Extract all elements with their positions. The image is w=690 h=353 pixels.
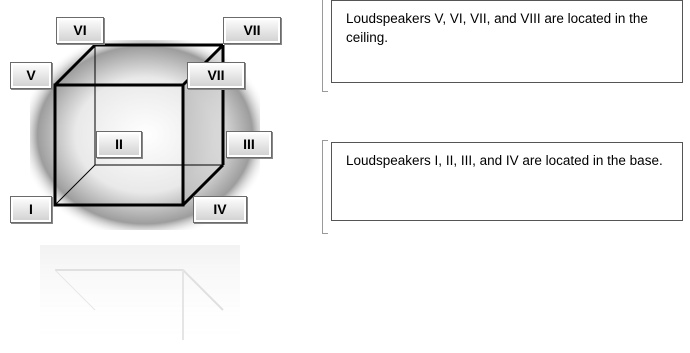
speaker-label-vi: VI — [56, 17, 104, 44]
cube-reflection — [40, 245, 240, 350]
base-note-bracket — [322, 140, 328, 234]
speaker-label-vii-front: VII — [187, 62, 245, 89]
ceiling-note-bracket — [322, 0, 328, 92]
ceiling-note: Loudspeakers V, VI, VII, and VIII are lo… — [331, 0, 683, 83]
base-note: Loudspeakers I, II, III, and IV are loca… — [331, 142, 683, 221]
cube-front-edges — [53, 43, 225, 207]
speaker-label-iv: IV — [193, 196, 247, 223]
speaker-label-iii: III — [226, 131, 272, 158]
speaker-label-ii: II — [96, 131, 142, 158]
cube-back-edges — [54, 45, 223, 206]
speaker-label-vii-back: VII — [223, 17, 281, 44]
speaker-label-v: V — [10, 62, 52, 89]
speaker-label-i: I — [10, 196, 52, 223]
